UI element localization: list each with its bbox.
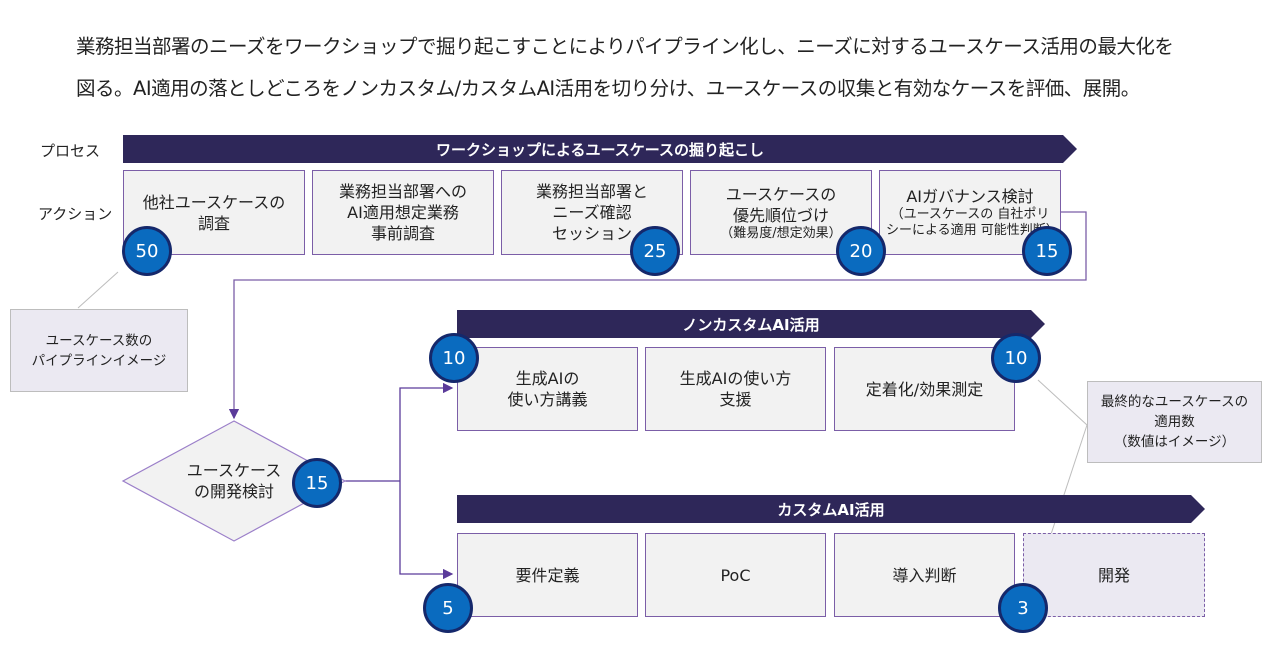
pipeline-callout-line: [77, 271, 119, 309]
step-adoption-decision: 導入判断: [834, 533, 1015, 617]
final-callout-line-1: [1037, 379, 1088, 426]
final-count-note: 最終的なユースケースの 適用数 （数値はイメージ）: [1087, 381, 1262, 463]
count-badge-20: 20: [836, 226, 886, 276]
pipeline-note: ユースケース数の パイプラインイメージ: [10, 309, 188, 392]
decision-label: ユースケース の開発検討: [170, 460, 298, 502]
count-badge-noncustom-end: 10: [991, 333, 1041, 383]
custom-banner: カスタムAI活用: [457, 495, 1205, 523]
decision-text: の開発検討: [193, 482, 274, 501]
step-text: 生成AIの: [515, 369, 580, 388]
count-badge-noncustom-start: 10: [429, 333, 479, 383]
step-text: 事前調査: [370, 224, 435, 243]
label-action: アクション: [38, 205, 113, 223]
step-requirements: 要件定義: [457, 533, 638, 617]
step-text: 使い方講義: [507, 390, 588, 409]
note-text: （数値はイメージ）: [1113, 434, 1236, 450]
count-badge-15: 15: [1022, 226, 1072, 276]
count-badge-50: 50: [122, 226, 172, 276]
noncustom-banner: ノンカスタムAI活用: [457, 310, 1045, 338]
count-badge-custom-end: 3: [998, 583, 1048, 633]
workshop-return-line: [228, 211, 1087, 420]
step-text: AIガバナンス検討: [906, 187, 1034, 206]
step-text: 支援: [719, 390, 752, 409]
step-pre-research: 業務担当部署への AI適用想定業務 事前調査: [312, 170, 494, 255]
branch-to-custom: [399, 481, 454, 580]
intro-line-1: 業務担当部署のニーズをワークショップで掘り起こすことによりパイプライン化し、ニー…: [76, 35, 1174, 58]
note-text: 最終的なユースケースの: [1100, 394, 1249, 410]
step-text: 他社ユースケースの: [142, 192, 286, 212]
step-text: 生成AIの使い方: [679, 369, 792, 388]
step-text: セッション: [551, 224, 632, 243]
workshop-banner: ワークショップによるユースケースの掘り起こし: [123, 135, 1077, 163]
step-subtext: （難易度/想定効果）: [720, 225, 842, 241]
step-text: 調査: [197, 213, 230, 233]
step-text: ニーズ確認: [552, 203, 632, 222]
step-genai-lecture: 生成AIの 使い方講義: [457, 347, 638, 431]
step-poc: PoC: [645, 533, 826, 617]
step-text: 定着化/効果測定: [865, 379, 984, 399]
step-text: 導入判断: [892, 565, 957, 585]
count-badge-25: 25: [630, 226, 680, 276]
step-text: 開発: [1097, 565, 1130, 585]
step-text: PoC: [720, 565, 751, 585]
intro-line-2: 図る。AI適用の落としどころをノンカスタム/カスタムAI活用を切り分け、ユースケ…: [76, 77, 1140, 100]
count-badge-custom-start: 5: [423, 583, 473, 633]
step-development: 開発: [1023, 533, 1205, 617]
step-text: 業務担当部署への: [338, 182, 467, 201]
branch-to-noncustom: [399, 382, 454, 481]
note-text: 適用数: [1154, 414, 1195, 430]
step-genai-support: 生成AIの使い方 支援: [645, 347, 826, 431]
decision-text: ユースケース: [186, 461, 282, 480]
intro-text: 業務担当部署のニーズをワークショップで掘り起こすことによりパイプライン化し、ニー…: [76, 26, 1256, 110]
step-text: ユースケースの: [725, 184, 837, 204]
step-text: 業務担当部署と: [535, 182, 648, 201]
step-text: 要件定義: [515, 565, 580, 585]
step-text: AI適用想定業務: [347, 203, 459, 222]
step-adoption-measurement: 定着化/効果測定: [834, 347, 1015, 431]
count-badge-decision: 15: [292, 458, 342, 508]
step-subtext: （ユースケースの 自社ポリシーによる適用 可能性判断）: [886, 207, 1059, 238]
label-process: プロセス: [40, 142, 101, 160]
step-text: 優先順位づけ: [732, 205, 829, 225]
